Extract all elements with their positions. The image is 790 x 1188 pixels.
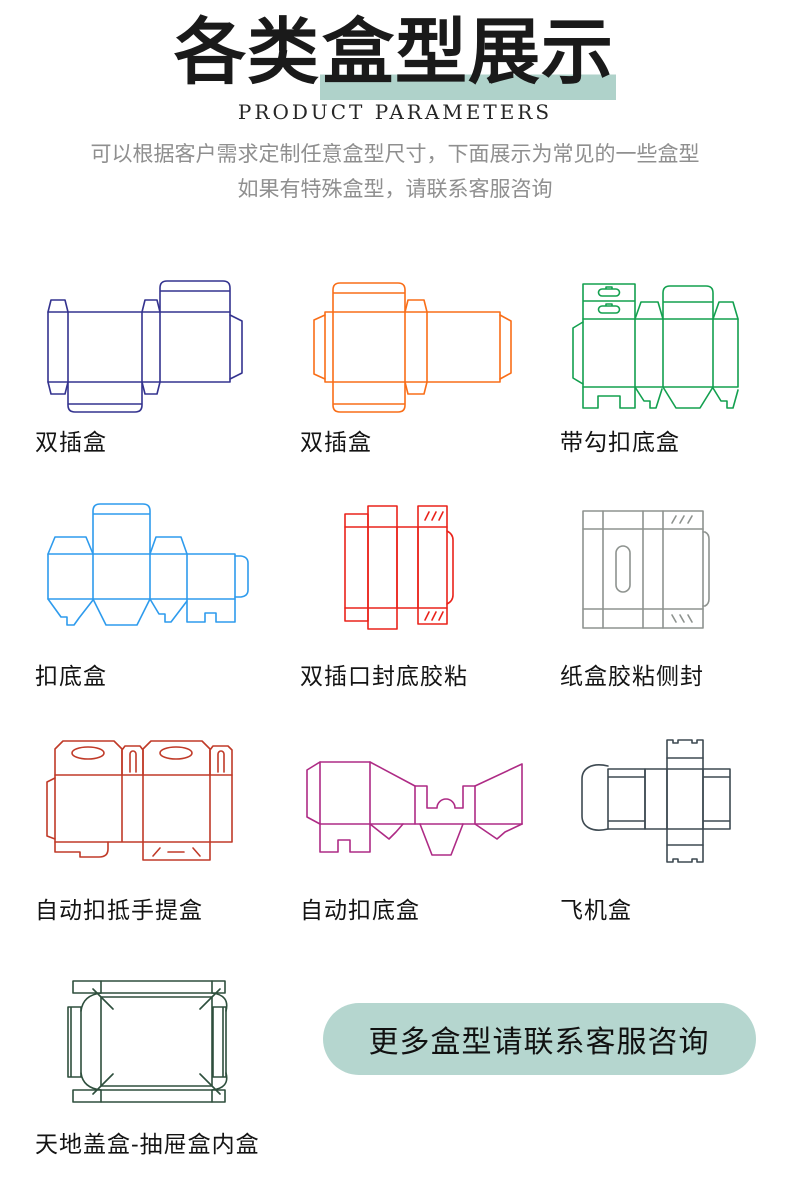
box-dieline-glued-bottom (344, 504, 454, 630)
box-card-10: 天地盖盒-抽屉盒内盒 (35, 959, 300, 1159)
box-label: 双插盒 (300, 428, 372, 455)
page-subtitle: PRODUCT PARAMETERS (237, 99, 553, 124)
box-card-7: 自动扣抵手提盒 (35, 725, 300, 925)
box-dieline-tuck-end-2 (313, 281, 512, 413)
box-card-2: 双插盒 (300, 257, 560, 457)
box-card-4: 扣底盒 (35, 491, 300, 691)
box-dieline-mailer-box (581, 738, 731, 863)
bottom-row: 天地盖盒-抽屉盒内盒 更多盒型请联系客服咨询 (0, 925, 790, 1159)
description-line-1: 可以根据客户需求定制任意盒型尺寸，下面展示为常见的一些盒型 (90, 142, 700, 166)
box-label: 自动扣抵手提盒 (35, 896, 203, 923)
box-label: 纸盒胶粘侧封 (560, 662, 704, 689)
description-line-2: 如果有特殊盒型，请联系客服咨询 (237, 177, 553, 201)
title-highlight: 盒型展示 (320, 9, 617, 100)
box-dieline-side-seal (582, 509, 710, 629)
box-card-9: 飞机盒 (560, 725, 790, 925)
box-card-6: 纸盒胶粘侧封 (560, 491, 790, 691)
box-label: 扣底盒 (35, 662, 107, 689)
box-label: 双插口封底胶粘 (300, 662, 468, 689)
title-prefix: 各类 (173, 9, 320, 94)
header: 各类盒型展示 PRODUCT PARAMETERS 可以根据客户需求定制任意盒型… (0, 0, 790, 207)
box-dieline-hang-hole (572, 282, 739, 409)
box-grid: 双插盒 双插盒 (0, 207, 790, 925)
cta-wrap: 更多盒型请联系客服咨询 (300, 959, 778, 1119)
box-dieline-handle-box (46, 739, 233, 861)
box-card-8: 自动扣底盒 (300, 725, 560, 925)
box-label: 飞机盒 (560, 896, 632, 923)
box-dieline-tuck-end-1 (47, 279, 243, 413)
box-dieline-tray-box (67, 979, 228, 1103)
box-dieline-snap-bottom (47, 502, 249, 626)
box-label: 带勾扣底盒 (560, 428, 680, 455)
box-label: 自动扣底盒 (300, 896, 420, 923)
box-label: 双插盒 (35, 428, 107, 455)
page-title: 各类盒型展示 (0, 9, 790, 100)
box-label: 天地盖盒-抽屉盒内盒 (35, 1130, 260, 1157)
box-dieline-crash-lock (306, 760, 523, 856)
box-card-3: 带勾扣底盒 (560, 257, 790, 457)
cta-button[interactable]: 更多盒型请联系客服咨询 (322, 1002, 756, 1075)
description: 可以根据客户需求定制任意盒型尺寸，下面展示为常见的一些盒型 如果有特殊盒型，请联… (0, 137, 790, 207)
box-card-1: 双插盒 (35, 257, 300, 457)
box-card-5: 双插口封底胶粘 (300, 491, 560, 691)
